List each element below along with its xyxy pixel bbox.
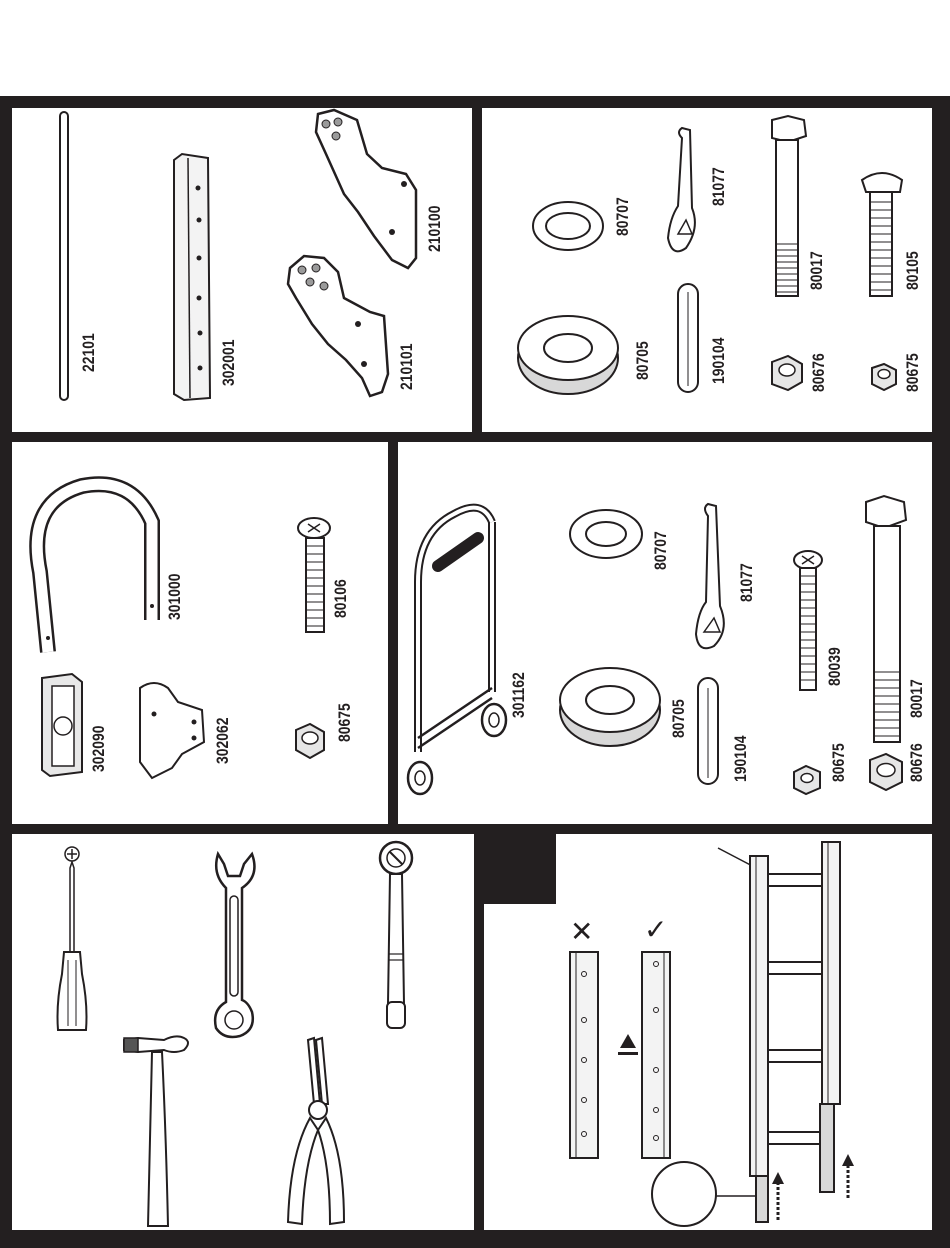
part-label: 80039 <box>826 647 843 686</box>
part-label: 210101 <box>398 343 415 390</box>
part-label: 22101 <box>80 333 97 372</box>
phillips-screwdriver-icon <box>58 847 87 1030</box>
part-label: 81077 <box>710 167 727 206</box>
part-label: 80106 <box>332 579 349 618</box>
wrong-mark: ✕ <box>570 918 593 946</box>
part-label: 190104 <box>732 735 749 782</box>
ball-peen-hammer-icon <box>124 1036 188 1226</box>
part-label: 80676 <box>810 353 827 392</box>
part-label: 80705 <box>670 699 687 738</box>
panel-handle-kit: 301000 80106 302090 302062 80675 <box>12 442 388 824</box>
part-label: 80707 <box>652 531 669 570</box>
panel-assembly: ✕ ✓ <box>484 834 932 1230</box>
hardware-drawing <box>482 108 932 432</box>
part-label: 190104 <box>710 337 727 384</box>
part-label: 80105 <box>904 251 921 290</box>
part-label: 80676 <box>908 743 925 782</box>
handle-kit-drawing <box>12 442 388 824</box>
part-label: 302001 <box>220 339 237 386</box>
ratchet-icon <box>380 842 412 1028</box>
part-label: 301000 <box>166 573 183 620</box>
step-number-box <box>484 834 556 904</box>
part-label: 301162 <box>510 672 527 718</box>
part-label: 80705 <box>634 341 651 380</box>
part-label: 80675 <box>336 703 353 742</box>
cart-kit-drawing <box>398 442 932 824</box>
part-label: 302090 <box>90 725 107 772</box>
part-label: 80017 <box>808 251 825 290</box>
panel-tools <box>12 834 474 1230</box>
panel-cart-kit: 301162 80707 81077 80039 80017 80705 190… <box>398 442 932 824</box>
panel-hardware: 80707 81077 80017 80105 80705 190104 806… <box>482 108 932 432</box>
part-label: 80675 <box>830 743 847 782</box>
combination-wrench-icon <box>215 854 254 1037</box>
needle-nose-pliers-icon <box>288 1038 344 1224</box>
tools-drawing <box>12 834 474 1230</box>
part-label: 80675 <box>904 353 921 392</box>
part-label: 80707 <box>614 197 631 236</box>
part-label: 302062 <box>214 717 231 764</box>
panel-frame-parts: 22101 302001 210100 210101 <box>12 108 472 432</box>
right-mark: ✓ <box>644 916 667 944</box>
part-label: 210100 <box>426 205 443 252</box>
part-label: 81077 <box>738 563 755 602</box>
part-label: 80017 <box>908 679 925 718</box>
parts-sheet-frame: 22101 302001 210100 210101 <box>0 96 950 1248</box>
